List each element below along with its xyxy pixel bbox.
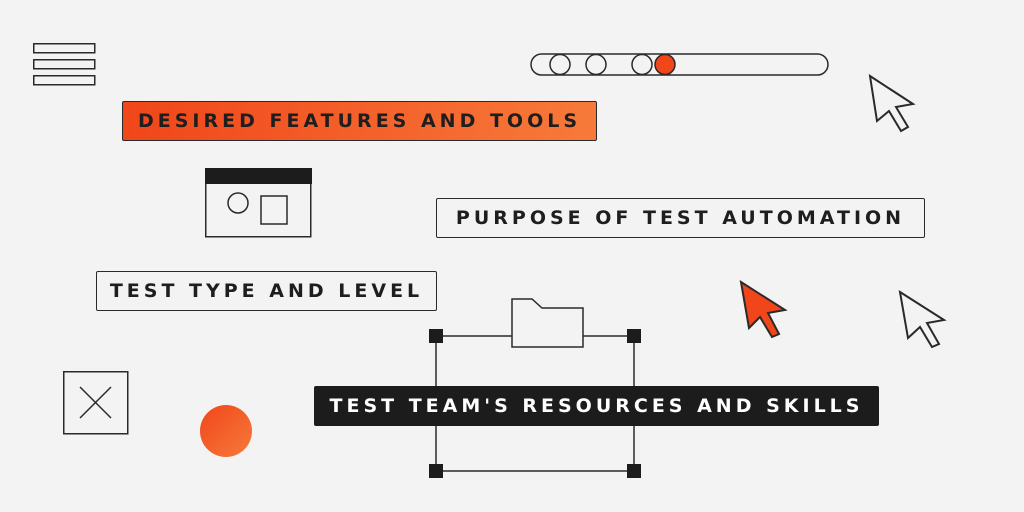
desired-features-label: DESIRED FEATURES AND TOOLS: [122, 101, 597, 141]
close-icon[interactable]: [63, 371, 131, 437]
hamburger-menu-icon[interactable]: [33, 43, 97, 87]
slider-dot: [549, 53, 571, 76]
slider-dot: [585, 53, 607, 76]
resize-handle: [429, 329, 443, 343]
resize-handle: [429, 464, 443, 478]
resize-handle: [627, 464, 641, 478]
purpose-label: PURPOSE OF TEST AUTOMATION: [436, 198, 925, 238]
cursor-outline-icon: [868, 73, 916, 133]
window-icon: [205, 168, 312, 238]
resources-label: TEST TEAM'S RESOURCES AND SKILLS: [314, 386, 879, 426]
slider-dot: [631, 53, 653, 76]
cursor-orange-icon: [739, 279, 788, 339]
slider-handle: [654, 53, 676, 76]
resize-handle: [627, 329, 641, 343]
orange-circle: [200, 405, 252, 457]
cursor-outline-icon: [898, 289, 947, 349]
selection-frame: [429, 298, 641, 478]
test-type-label: TEST TYPE AND LEVEL: [96, 271, 437, 311]
slider-track[interactable]: [530, 53, 830, 77]
folder-icon: [511, 298, 584, 348]
